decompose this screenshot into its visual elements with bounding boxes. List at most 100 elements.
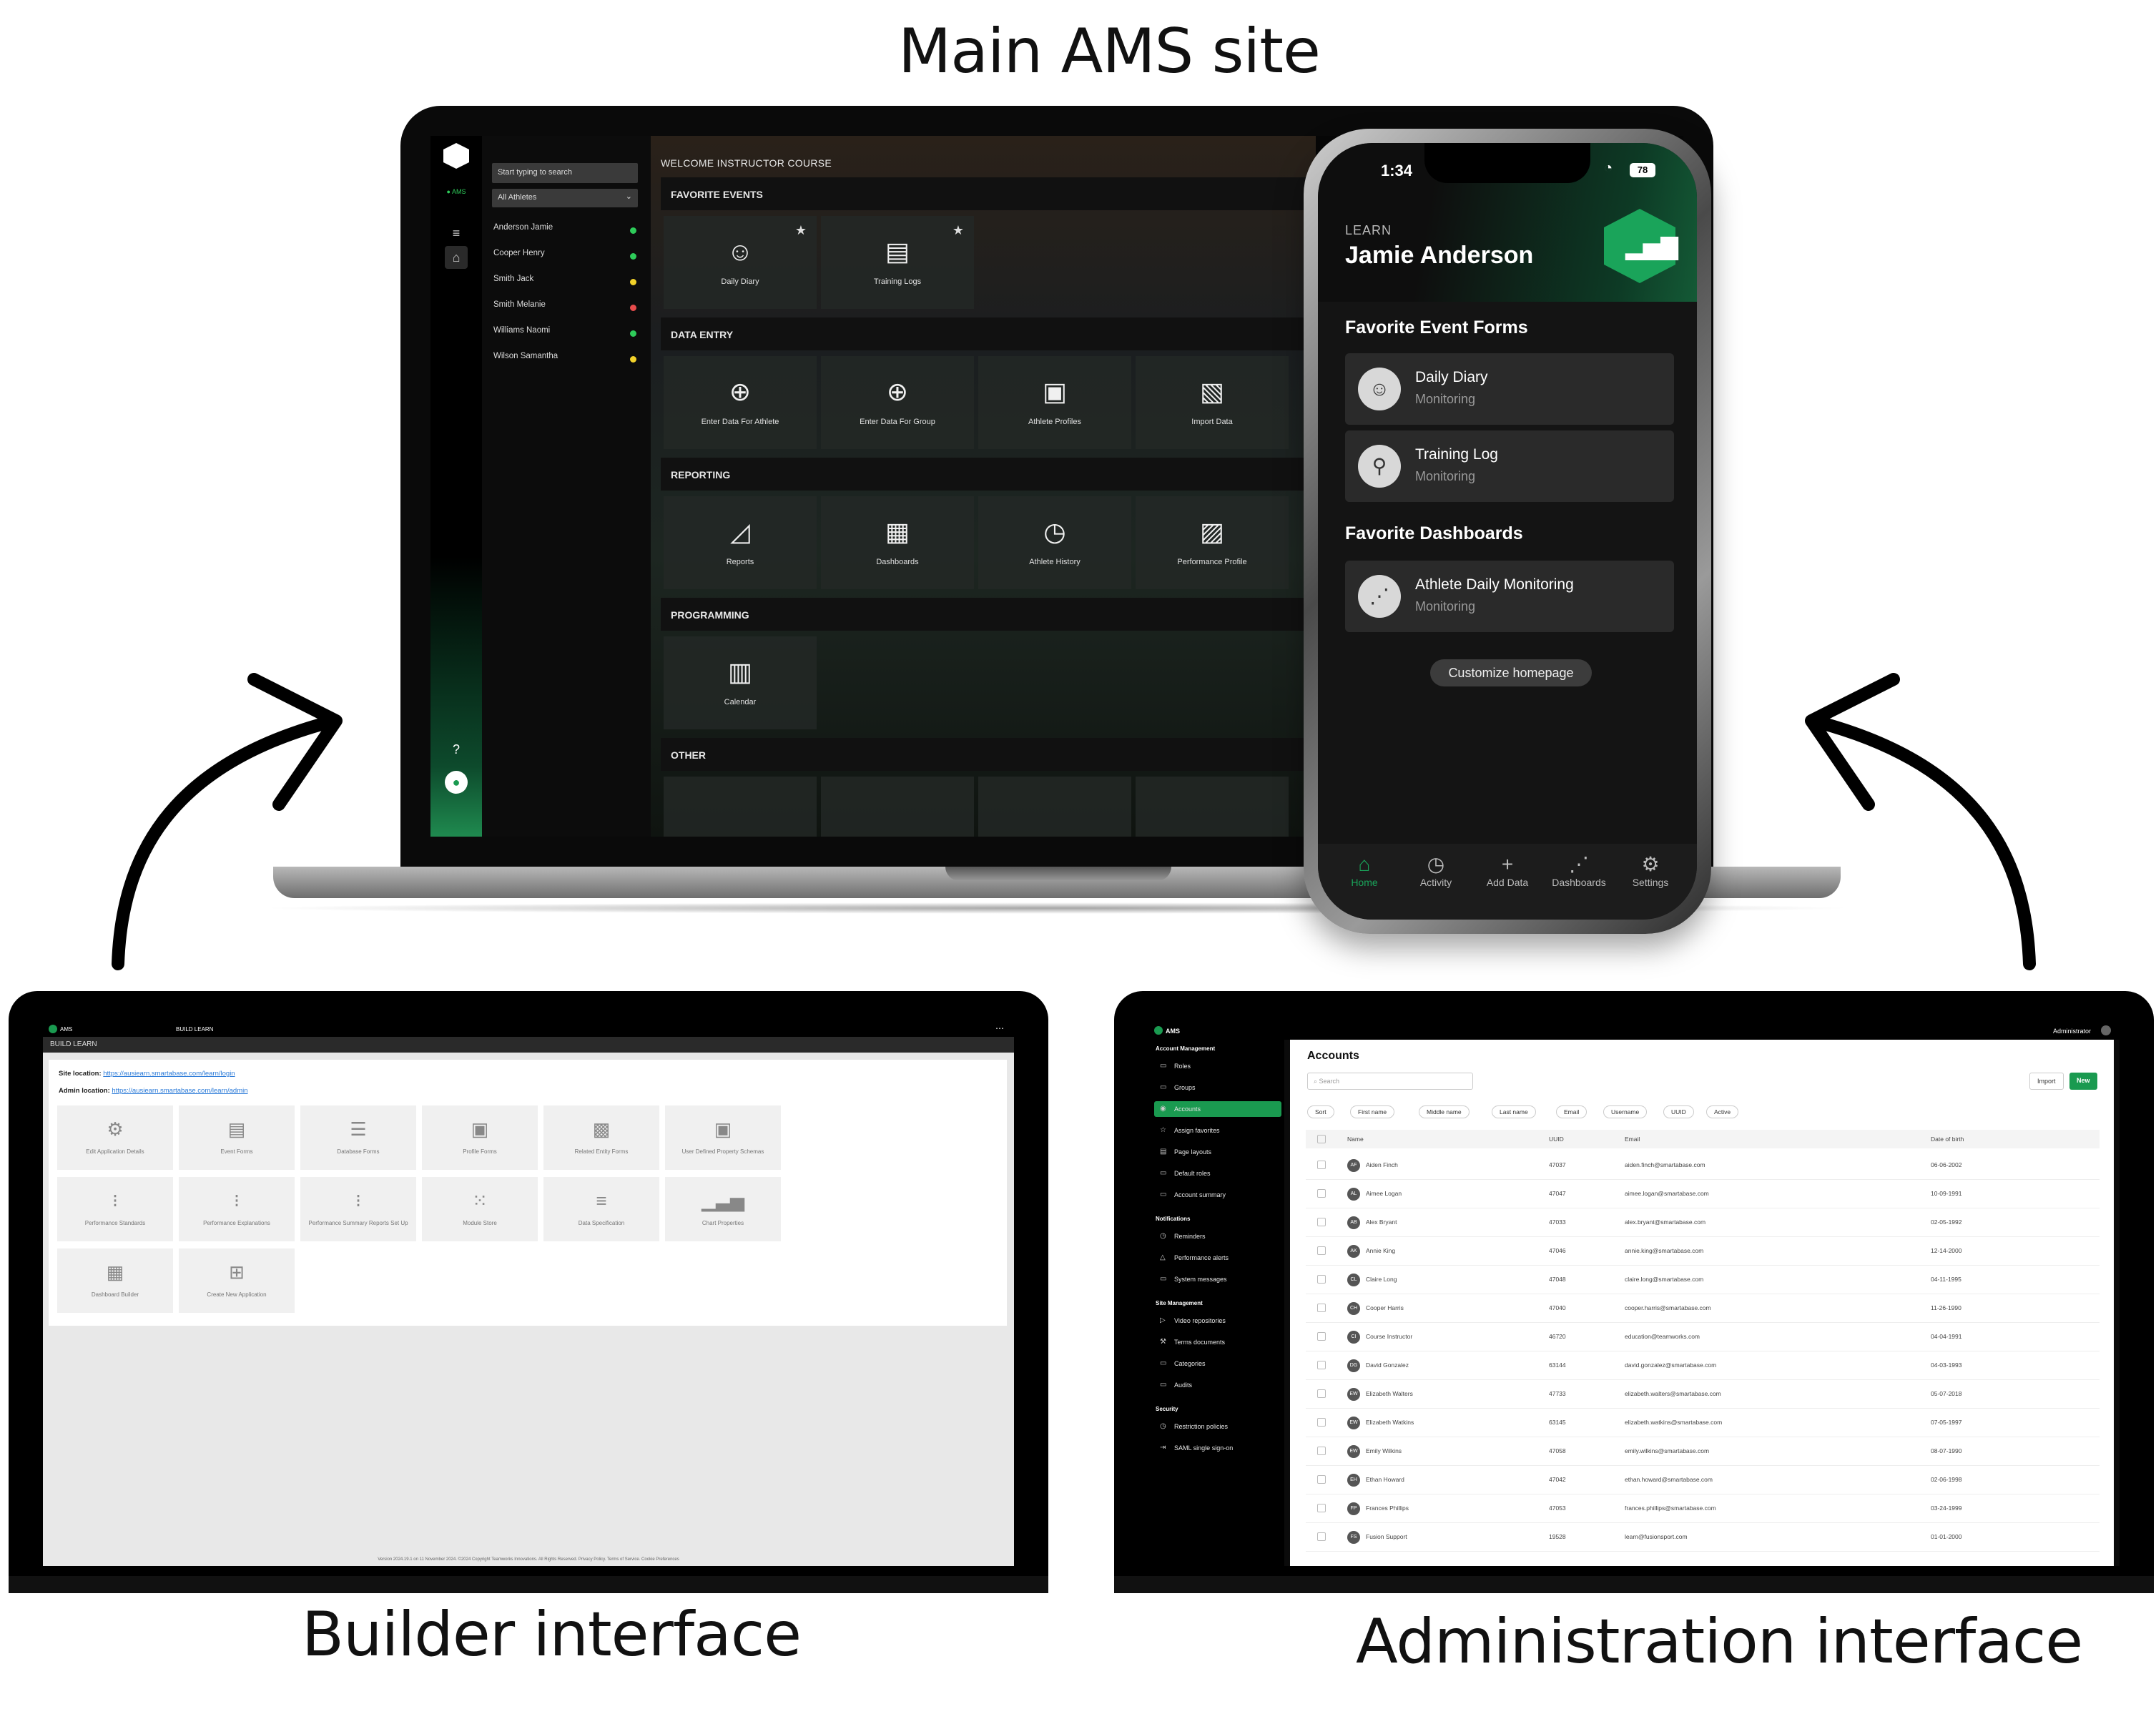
- home-icon[interactable]: ⌂: [445, 246, 468, 269]
- tab-add-data[interactable]: +Add Data: [1472, 852, 1543, 888]
- tab-settings[interactable]: ⚙Settings: [1615, 852, 1686, 888]
- builder-tile-profile-forms[interactable]: ▣Profile Forms: [422, 1105, 538, 1170]
- row-checkbox[interactable]: [1317, 1218, 1326, 1226]
- user-menu[interactable]: Administrator: [2052, 1028, 2091, 1035]
- tile-other-placeholder[interactable]: [664, 777, 817, 837]
- tile-dashboards[interactable]: ▦Dashboards: [821, 496, 974, 589]
- row-checkbox[interactable]: [1317, 1504, 1326, 1512]
- phone-card-daily-diary[interactable]: ☺ Daily Diary Monitoring: [1345, 353, 1674, 425]
- row-checkbox[interactable]: [1317, 1389, 1326, 1398]
- filter-chip[interactable]: UUID: [1663, 1105, 1694, 1118]
- nav-item-roles[interactable]: ▭Roles: [1154, 1058, 1281, 1074]
- tile-reports[interactable]: ◿Reports: [664, 496, 817, 589]
- accounts-search-input[interactable]: ⌕ Search: [1307, 1073, 1473, 1090]
- row-checkbox[interactable]: [1317, 1332, 1326, 1341]
- col-name[interactable]: Name: [1347, 1136, 1364, 1143]
- builder-tile-chart-properties[interactable]: ▁▃▅Chart Properties: [665, 1177, 781, 1241]
- builder-tile-data-specification[interactable]: ≡Data Specification: [543, 1177, 659, 1241]
- filter-chip[interactable]: Last name: [1492, 1105, 1536, 1118]
- nav-item-accounts[interactable]: ◉Accounts: [1154, 1101, 1281, 1117]
- phone-card-athlete-daily-monitoring[interactable]: ⋰ Athlete Daily Monitoring Monitoring: [1345, 561, 1674, 632]
- avatar[interactable]: ●: [445, 771, 468, 794]
- nav-item-reminders[interactable]: ◷Reminders: [1154, 1228, 1281, 1244]
- tile-import-data[interactable]: ▧Import Data: [1136, 356, 1289, 449]
- customize-homepage-button[interactable]: Customize homepage: [1430, 659, 1592, 686]
- builder-tile-performance-standards[interactable]: ⁝Performance Standards: [57, 1177, 173, 1241]
- athlete-row[interactable]: Smith Melanie: [493, 300, 636, 320]
- tile-enter-data-for-athlete[interactable]: ⊕Enter Data For Athlete: [664, 356, 817, 449]
- row-checkbox[interactable]: [1317, 1418, 1326, 1427]
- builder-tile-module-store[interactable]: ⁙Module Store: [422, 1177, 538, 1241]
- tile-enter-data-for-group[interactable]: ⊕Enter Data For Group: [821, 356, 974, 449]
- tile-athlete-profiles[interactable]: ▣Athlete Profiles: [978, 356, 1131, 449]
- tab-home[interactable]: ⌂Home: [1329, 852, 1400, 888]
- tile-other-placeholder[interactable]: [1136, 777, 1289, 837]
- nav-item-default-roles[interactable]: ▭Default roles: [1154, 1166, 1281, 1181]
- tab-dashboards[interactable]: ⋰Dashboards: [1543, 852, 1615, 888]
- builder-tile-event-forms[interactable]: ▤Event Forms: [179, 1105, 295, 1170]
- nav-item-audits[interactable]: ▭Audits: [1154, 1377, 1281, 1393]
- filter-chip[interactable]: Middle name: [1419, 1105, 1470, 1118]
- star-icon[interactable]: ★: [794, 223, 807, 237]
- builder-tile-create-new-application[interactable]: ⊞Create New Application: [179, 1248, 295, 1313]
- row-checkbox[interactable]: [1317, 1475, 1326, 1484]
- col-email[interactable]: Email: [1625, 1136, 1640, 1143]
- builder-tile-performance-explanations[interactable]: ⁝Performance Explanations: [179, 1177, 295, 1241]
- tab-activity[interactable]: ◷Activity: [1400, 852, 1472, 888]
- more-icon[interactable]: ⋯: [995, 1023, 1004, 1033]
- site-location-link[interactable]: https://ausiearn.smartabase.com/learn/lo…: [103, 1070, 235, 1078]
- tile-performance-profile[interactable]: ▨Performance Profile: [1136, 496, 1289, 589]
- builder-tile-edit-application-details[interactable]: ⚙Edit Application Details: [57, 1105, 173, 1170]
- phone-card-training-log[interactable]: ⚲ Training Log Monitoring: [1345, 430, 1674, 502]
- nav-item-saml-single-sign-on[interactable]: ⇥SAML single sign-on: [1154, 1440, 1281, 1456]
- builder-tile-performance-summary-reports-set-up[interactable]: ⁝Performance Summary Reports Set Up: [300, 1177, 416, 1241]
- filter-chip[interactable]: Email: [1556, 1105, 1588, 1118]
- builder-tile-user-defined-property-schemas[interactable]: ▣User Defined Property Schemas: [665, 1105, 781, 1170]
- import-button[interactable]: Import: [2029, 1073, 2064, 1090]
- nav-item-assign-favorites[interactable]: ☆Assign favorites: [1154, 1123, 1281, 1138]
- nav-item-account-summary[interactable]: ▭Account summary: [1154, 1187, 1281, 1203]
- help-icon[interactable]: ?: [452, 742, 460, 757]
- nav-item-video-repositories[interactable]: ▷Video repositories: [1154, 1313, 1281, 1329]
- athlete-row[interactable]: Williams Naomi: [493, 326, 636, 346]
- athlete-row[interactable]: Wilson Samantha: [493, 352, 636, 372]
- builder-tile-related-entity-forms[interactable]: ▩Related Entity Forms: [543, 1105, 659, 1170]
- new-button[interactable]: New: [2069, 1073, 2097, 1090]
- nav-item-page-layouts[interactable]: ▤Page layouts: [1154, 1144, 1281, 1160]
- ams-logo-icon[interactable]: [443, 143, 469, 169]
- tile-calendar[interactable]: ▥Calendar: [664, 636, 817, 729]
- row-checkbox[interactable]: [1317, 1304, 1326, 1312]
- admin-location-link[interactable]: https://ausiearn.smartabase.com/learn/ad…: [112, 1087, 248, 1095]
- tile-athlete-history[interactable]: ◷Athlete History: [978, 496, 1131, 589]
- nav-item-restriction-policies[interactable]: ◷Restriction policies: [1154, 1419, 1281, 1434]
- nav-item-terms-documents[interactable]: ⚒Terms documents: [1154, 1334, 1281, 1350]
- col-uuid[interactable]: UUID: [1549, 1136, 1564, 1143]
- builder-tile-dashboard-builder[interactable]: ▦Dashboard Builder: [57, 1248, 173, 1313]
- select-all-checkbox[interactable]: [1317, 1135, 1326, 1143]
- athlete-search-input[interactable]: Start typing to search: [492, 163, 638, 183]
- athlete-row[interactable]: Anderson Jamie: [493, 223, 636, 243]
- filter-chip[interactable]: Username: [1603, 1105, 1648, 1118]
- filter-chip[interactable]: Active: [1706, 1105, 1739, 1118]
- row-checkbox[interactable]: [1317, 1246, 1326, 1255]
- row-checkbox[interactable]: [1317, 1532, 1326, 1541]
- row-checkbox[interactable]: [1317, 1275, 1326, 1284]
- tile-other-placeholder[interactable]: [821, 777, 974, 837]
- nav-item-system-messages[interactable]: ▭System messages: [1154, 1271, 1281, 1287]
- builder-tile-database-forms[interactable]: ☰Database Forms: [300, 1105, 416, 1170]
- nav-item-groups[interactable]: ▭Groups: [1154, 1080, 1281, 1095]
- athlete-row[interactable]: Cooper Henry: [493, 249, 636, 269]
